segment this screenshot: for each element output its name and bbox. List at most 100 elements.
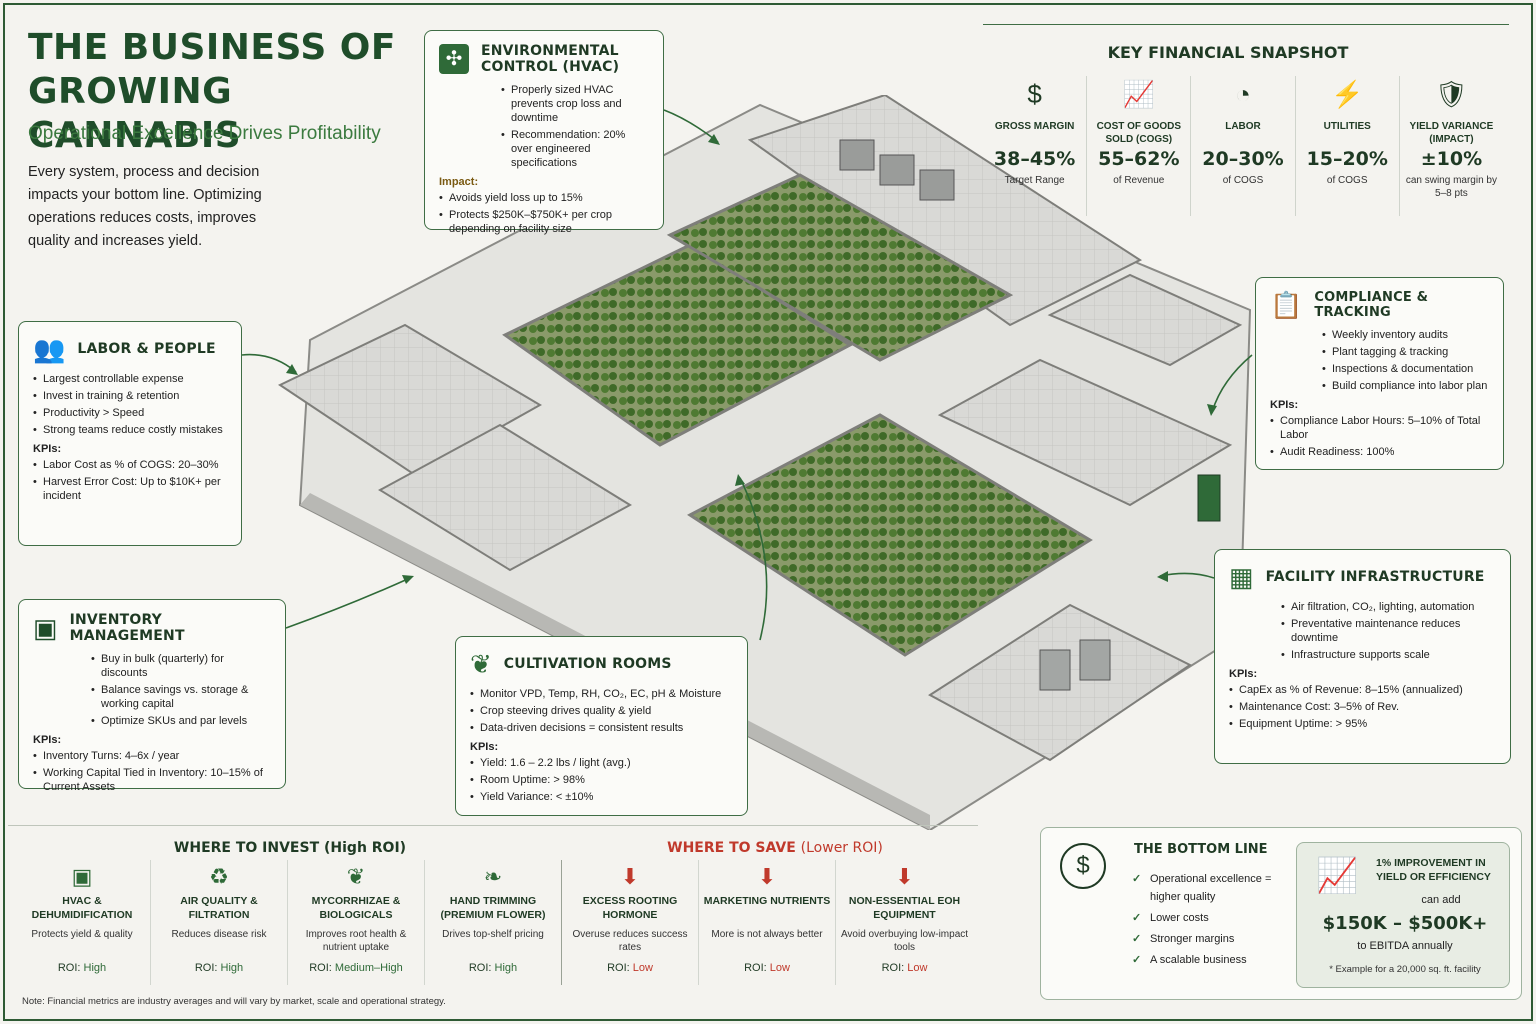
- list-item: Harvest Error Cost: Up to $10K+ per inci…: [33, 475, 227, 503]
- list-item: Infrastructure supports scale: [1281, 648, 1496, 662]
- entry-door: [1197, 474, 1221, 522]
- leaf-icon: ❦: [470, 649, 492, 679]
- dollar-icon: $: [1060, 843, 1106, 889]
- list-item: Working Capital Tied in Inventory: 10–15…: [33, 766, 271, 794]
- list-item: Strong teams reduce costly mistakes: [33, 423, 227, 437]
- invest-item: ❦ MYCORRHIZAE & BIOLOGICALS Improves roo…: [288, 860, 425, 985]
- infrastructure-kpis: CapEx as % of Revenue: 8–15% (annualized…: [1229, 683, 1496, 731]
- invest-item: ▣ HVAC & DEHUMIDIFICATION Protects yield…: [14, 860, 151, 985]
- metric-sub: of COGS: [1326, 175, 1368, 186]
- page-subtitle: Operational Excellence Drives Profitabil…: [28, 123, 381, 144]
- metric-value: 38–45%: [993, 148, 1076, 170]
- cultivation-room-2: [666, 173, 1014, 362]
- save-item: ⬇ MARKETING NUTRIENTS More is not always…: [699, 860, 836, 985]
- footnote: Note: Financial metrics are industry ave…: [22, 996, 446, 1007]
- labor-kpis: Labor Cost as % of COGS: 20–30% Harvest …: [33, 458, 227, 503]
- cultivation-title: CULTIVATION ROOMS: [503, 656, 672, 672]
- list-item: Air filtration, CO₂, lighting, automatio…: [1281, 600, 1496, 614]
- list-item: Inspections & documentation: [1322, 362, 1489, 376]
- cultivation-kpis: Yield: 1.6 – 2.2 lbs / light (avg.) Room…: [470, 756, 733, 804]
- list-item: Buy in bulk (quarterly) for discounts: [91, 652, 271, 680]
- growth-chart-icon: 📈: [1122, 79, 1155, 109]
- invest-desc: Drives top-shelf pricing: [442, 929, 544, 940]
- inventory-card: ▣ INVENTORY MANAGEMENT Buy in bulk (quar…: [18, 599, 286, 793]
- save-desc: Overuse reduces success rates: [572, 929, 688, 953]
- arrow-compliance: [1211, 354, 1253, 413]
- labor-kpi-label: KPIs:: [33, 443, 62, 455]
- metric-utilities: ⚡ UTILITIES 15–20% of COGS: [1296, 76, 1400, 216]
- save-roi: ROI: Low: [881, 962, 928, 974]
- infrastructure-card: ▦ FACILITY INFRASTRUCTURE Air filtration…: [1214, 549, 1511, 764]
- save-name: EXCESS ROOTING HORMONE: [582, 895, 678, 921]
- metric-value: 15–20%: [1306, 148, 1388, 170]
- infrastructure-kpi-label: KPIs:: [1229, 668, 1258, 680]
- office-room: [937, 358, 1233, 507]
- arrow-infrastructure: [1159, 572, 1215, 579]
- financial-title: KEY FINANCIAL SNAPSHOT: [1107, 43, 1349, 62]
- list-item: Yield: 1.6 – 2.2 lbs / light (avg.): [470, 756, 733, 770]
- save-roi: ROI: Low: [744, 962, 790, 974]
- save-name: MARKETING NUTRIENTS: [703, 895, 831, 907]
- invest-roi: ROI: High: [194, 962, 244, 974]
- invest-name: MYCORRHIZAE & BIOLOGICALS: [311, 895, 401, 921]
- list-item: Compliance Labor Hours: 5–10% of Total L…: [1270, 414, 1489, 442]
- save-name: NON-ESSENTIAL EOH EQUIPMENT: [848, 895, 961, 921]
- financial-metrics: $ GROSS MARGIN 38–45% Target Range 📈 COS…: [983, 76, 1503, 216]
- list-item: Properly sized HVAC prevents crop loss a…: [501, 83, 649, 125]
- list-item: Optimize SKUs and par levels: [91, 714, 271, 728]
- list-item: Audit Readiness: 100%: [1270, 445, 1489, 459]
- hvac-unit: [839, 139, 875, 171]
- sprout-icon: ❦: [346, 864, 366, 889]
- impact-heading: 1% IMPROVEMENT IN YIELD OR EFFICIENCY: [1376, 857, 1491, 883]
- list-item: Largest controllable expense: [33, 372, 227, 386]
- tank: [1039, 649, 1071, 691]
- labor-title: LABOR & PEOPLE: [77, 341, 216, 357]
- impact-footnote: * Example for a 20,000 sq. ft. facility: [1329, 964, 1481, 975]
- infrastructure-title: FACILITY INFRASTRUCTURE: [1265, 569, 1485, 585]
- down-arrow-icon: ⬇: [895, 864, 914, 889]
- people-icon: 👥: [33, 334, 66, 364]
- metric-label: LABOR: [1225, 121, 1261, 132]
- compliance-card: 📋 COMPLIANCE & TRACKING Weekly inventory…: [1255, 277, 1504, 470]
- list-item: Preventative maintenance reduces downtim…: [1281, 617, 1496, 645]
- dollar-icon: $: [1027, 79, 1042, 109]
- cultivation-kpi-label: KPIs:: [470, 741, 499, 753]
- metric-gross-margin: $ GROSS MARGIN 38–45% Target Range: [983, 76, 1088, 216]
- inventory-room: [378, 423, 632, 572]
- metric-label: UTILITIES: [1323, 121, 1371, 132]
- page-title: THE BUSINESS OF GROWING CANNABIS: [28, 26, 418, 158]
- down-arrow-icon: ⬇: [757, 864, 777, 889]
- list-item: Inventory Turns: 4–6x / year: [33, 749, 271, 763]
- down-arrow-icon: ⬇: [620, 864, 640, 889]
- bottom-line-title: THE BOTTOM LINE: [1134, 842, 1268, 857]
- list-item: A scalable business: [1132, 951, 1292, 969]
- arrowhead: [402, 575, 414, 584]
- arrowhead: [1157, 571, 1168, 582]
- roi-row: ▣ HVAC & DEHUMIDIFICATION Protects yield…: [14, 860, 974, 985]
- list-item: Productivity > Speed: [33, 406, 227, 420]
- tank: [1079, 639, 1111, 681]
- cultivation-room-3: [687, 413, 1093, 657]
- financial-divider: [983, 24, 1509, 25]
- save-desc: More is not always better: [711, 929, 823, 940]
- arrow-hvac: [663, 109, 719, 143]
- inventory-title: INVENTORY MANAGEMENT: [69, 612, 185, 644]
- metric-cogs: 📈 COST OF GOODS SOLD (COGS) 55–62% of Re…: [1087, 76, 1192, 216]
- growth-chart-icon: 📈: [1316, 857, 1359, 895]
- list-item: Stronger margins: [1132, 930, 1292, 948]
- metric-sub: Target Range: [1004, 175, 1065, 186]
- save-item: ⬇ NON-ESSENTIAL EOH EQUIPMENT Avoid over…: [836, 860, 973, 985]
- recycle-icon: ♻: [209, 864, 229, 889]
- list-item: Room Uptime: > 98%: [470, 773, 733, 787]
- hvac-bullets: Properly sized HVAC prevents crop loss a…: [501, 83, 649, 170]
- arrowhead: [735, 474, 745, 486]
- list-item: Weekly inventory audits: [1322, 328, 1489, 342]
- metric-label: GROSS MARGIN: [994, 121, 1075, 132]
- metric-sub: can swing margin by 5–8 pts: [1405, 175, 1497, 199]
- list-item: Monitor VPD, Temp, RH, CO₂, EC, pH & Moi…: [470, 687, 733, 701]
- list-item: Yield Variance: < ±10%: [470, 790, 733, 804]
- title-line-1: THE BUSINESS OF: [28, 27, 396, 68]
